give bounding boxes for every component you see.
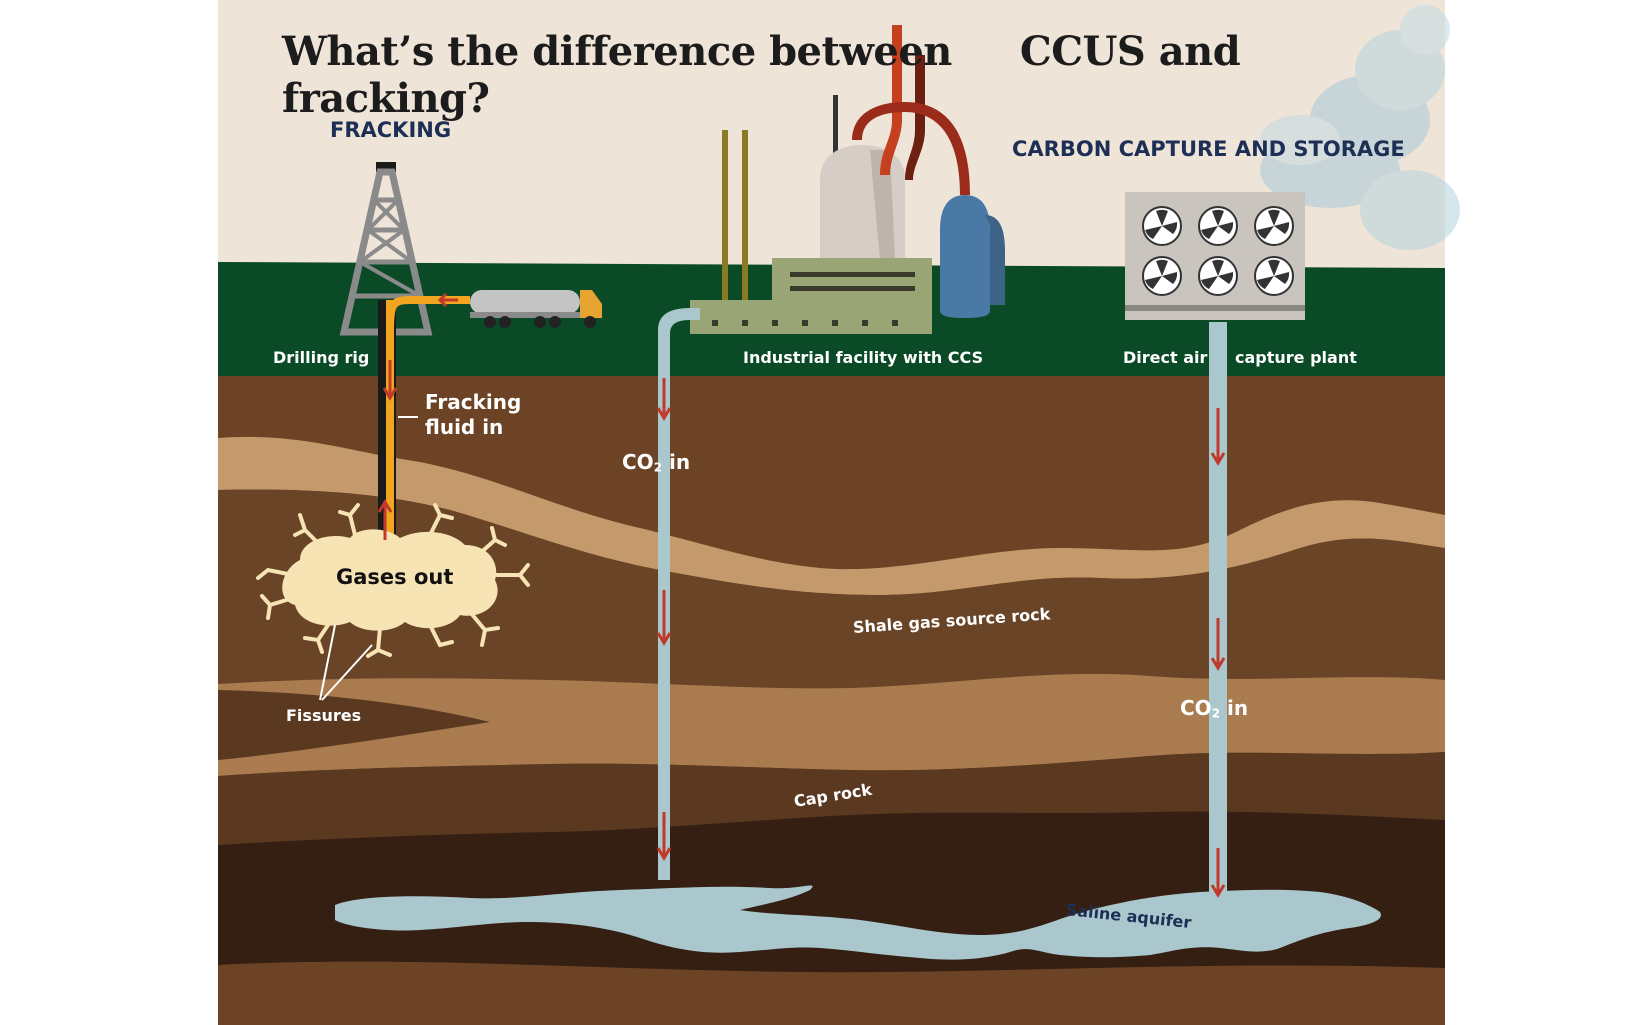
drilling-rig xyxy=(339,162,433,336)
co2-in-label-right: CO2 in xyxy=(1180,696,1249,721)
dac-arrows xyxy=(1210,408,1226,898)
dac-pipe xyxy=(1209,322,1227,902)
mid-band xyxy=(218,673,1445,776)
fracking-fluid-pipe xyxy=(386,300,394,542)
fracking-fluid-label: Fracking fluid in xyxy=(425,390,521,440)
gas-pocket xyxy=(256,503,530,658)
industrial-facility xyxy=(690,25,1005,334)
ccs-heading: CARBON CAPTURE AND STORAGE xyxy=(1012,137,1405,161)
ccs-pipe xyxy=(658,308,700,880)
title-part-2: CCUS and fracking? xyxy=(282,28,1241,122)
drilling-rig-label: Drilling rig xyxy=(273,348,370,367)
shale-layer xyxy=(218,489,1445,689)
fluid-supply-line xyxy=(386,296,470,331)
fissures-label: Fissures xyxy=(286,706,362,725)
fissure-pointers xyxy=(319,624,373,701)
direct-air-label-2: capture plant xyxy=(1235,348,1357,367)
fracking-fluid-line-1: Fracking xyxy=(425,390,522,414)
light-band-1 xyxy=(218,436,1445,595)
co2-in-label-left: CO2 in xyxy=(622,450,691,475)
direct-air-label-1: Direct air xyxy=(1123,348,1208,367)
fracking-fluid-line-2: fluid in xyxy=(425,415,504,439)
title-part-1: What’s the difference between xyxy=(282,28,952,75)
fluid-truck xyxy=(470,290,602,328)
saline-aquifer xyxy=(335,885,1381,960)
diagram-canvas xyxy=(218,0,1460,1025)
ccs-arrows xyxy=(656,378,672,861)
fissure-wedge xyxy=(218,690,490,760)
direct-air-capture-plant xyxy=(1125,192,1305,320)
gases-out-label: Gases out xyxy=(336,565,454,589)
smoke-plume xyxy=(1260,5,1460,250)
bottom-band xyxy=(218,961,1445,1025)
fracking-heading: FRACKING xyxy=(330,118,452,142)
fracking-arrows xyxy=(377,360,398,540)
industrial-facility-label: Industrial facility with CCS xyxy=(743,348,984,367)
cap-rock-layer xyxy=(218,752,1445,845)
